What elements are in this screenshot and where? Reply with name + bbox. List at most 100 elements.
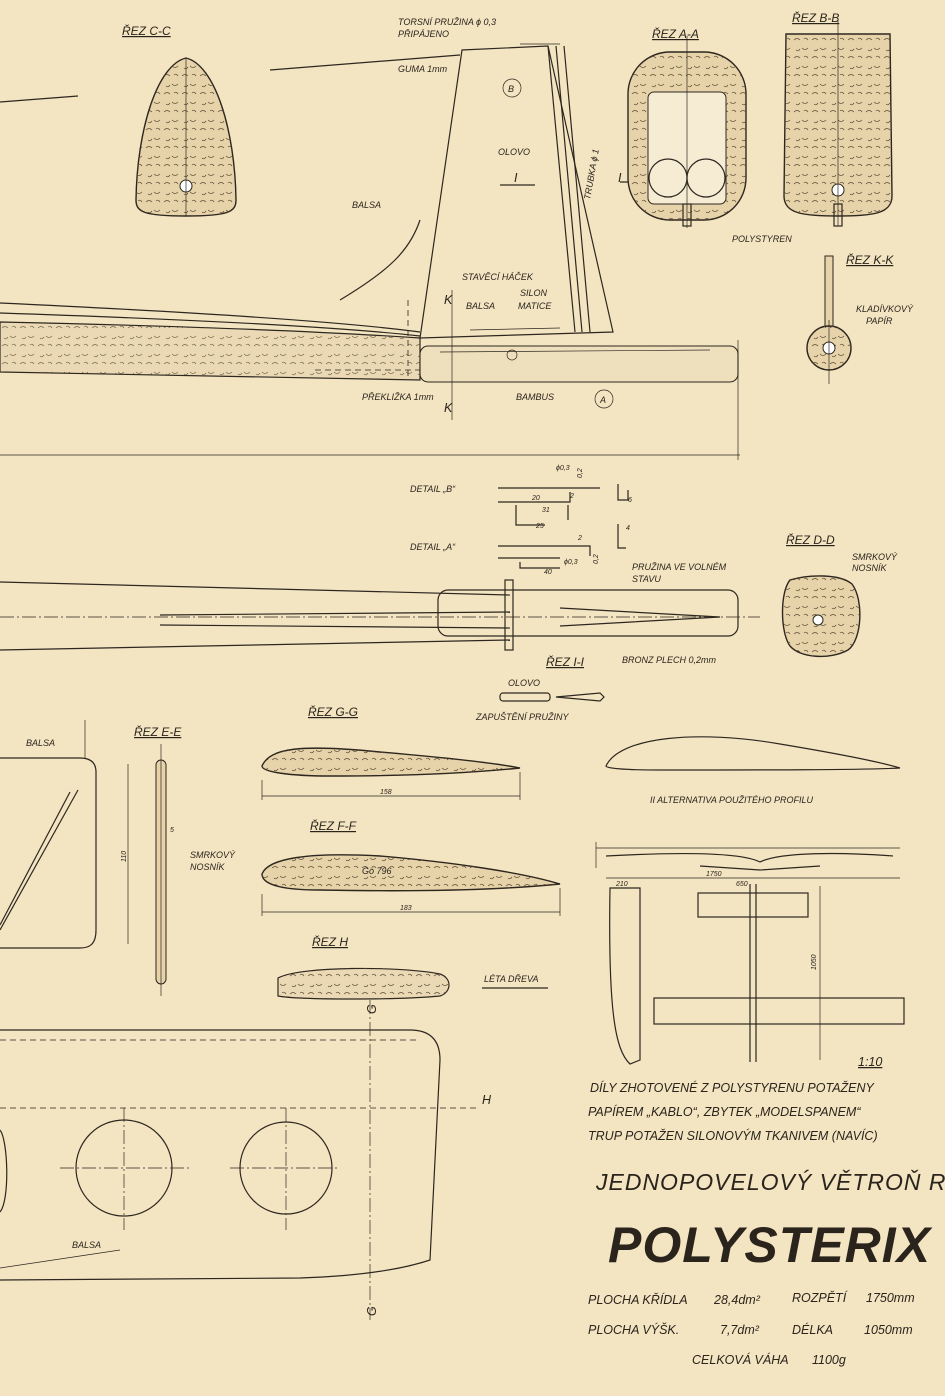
details-ab	[498, 484, 629, 569]
label-stavu: STAVU	[632, 574, 661, 584]
label-rez-ff: ŘEZ F-F	[310, 818, 357, 833]
label-go: Gö 796	[362, 866, 392, 876]
dim-2a: 2	[569, 493, 574, 500]
dim-02b: 0,2	[593, 554, 600, 564]
dim-1750: 1750	[706, 871, 722, 878]
spec-delka-label: DÉLKA	[792, 1322, 833, 1337]
label-k-top: K	[444, 293, 453, 307]
label-detail-b: DETAIL „B“	[410, 484, 456, 494]
label-matice: MATICE	[518, 301, 552, 311]
label-k-bottom: K	[444, 401, 453, 415]
label-bambus: BAMBUS	[516, 392, 554, 402]
label-bronz: BRONZ PLECH 0,2mm	[622, 655, 717, 665]
dim-1050: 1050	[811, 954, 818, 970]
label-rez-bb: ŘEZ B-B	[792, 10, 839, 25]
label-balsa-wing: BALSA	[26, 738, 55, 748]
dim-210: 210	[615, 881, 628, 888]
dim-20: 20	[531, 495, 540, 502]
dim-31: 31	[542, 507, 550, 514]
label-nosnik-f: NOSNÍK	[190, 862, 226, 872]
dim-110: 110	[121, 851, 128, 862]
dim-183: 183	[400, 905, 412, 912]
label-rez-gg: ŘEZ G-G	[308, 704, 358, 719]
three-view	[595, 842, 905, 1065]
label-nosnik-dd: NOSNÍK	[852, 563, 888, 573]
label-zapusteni: ZAPUŠTĚNÍ PRUŽINY	[475, 712, 570, 722]
note-line-3: TRUP POTAŽEN SILONOVÝM TKANIVEM (NAVÍC)	[588, 1128, 878, 1143]
spec-delka-value: 1050mm	[864, 1323, 913, 1337]
note-line-2: PAPÍREM „KABLO“, ZBYTEK „MODELSPANEM“	[588, 1104, 861, 1119]
dim-2b: 2	[577, 535, 582, 542]
section-ff	[261, 854, 561, 916]
label-detail-a: DETAIL „A“	[410, 542, 456, 552]
label-a-circle: A	[599, 395, 606, 405]
dim-650: 650	[736, 881, 748, 888]
label-smrkovy-dd: SMRKOVÝ	[852, 552, 898, 562]
label-rez-aa: ŘEZ A-A	[652, 26, 699, 41]
spec-celkova-value: 1100g	[812, 1353, 846, 1367]
section-kk	[806, 255, 852, 384]
label-g-top: G	[365, 1004, 379, 1014]
dim-25: 25	[535, 523, 544, 530]
section-cc	[135, 57, 237, 217]
dim-4: 4	[626, 525, 630, 532]
label-pruzina: PRUŽINA VE VOLNÉM	[632, 562, 727, 572]
model-name: POLYSTERIX	[608, 1217, 933, 1273]
label-g-bottom: G	[365, 1306, 379, 1316]
label-i-left: I	[514, 171, 518, 185]
label-leta: LÉTA DŘEVA	[484, 974, 539, 984]
dim-03b: ϕ0,3	[564, 559, 578, 566]
label-rez-dd: ŘEZ D-D	[786, 532, 835, 547]
label-alternativa: II ALTERNATIVA POUŽITÉHO PROFILU	[650, 795, 814, 805]
label-staveci: STAVĚCÍ HÁČEK	[462, 272, 534, 282]
label-papir: PAPÍR	[866, 316, 893, 326]
spec-rozpeti-value: 1750mm	[866, 1291, 915, 1305]
label-rez-ee: ŘEZ E-E	[134, 724, 182, 739]
label-polystyren: POLYSTYREN	[732, 234, 792, 244]
label-rez-cc: ŘEZ C-C	[122, 23, 171, 38]
label-pripajeno: PŘIPÁJENO	[398, 29, 449, 39]
section-aa	[627, 36, 747, 228]
spec-plocha-vysk-label: PLOCHA VÝŠK.	[588, 1322, 679, 1337]
label-b-circle: B	[508, 84, 514, 94]
spec-plocha-kridla-label: PLOCHA KŘÍDLA	[588, 1292, 688, 1307]
label-balsa-mid: BALSA	[352, 200, 381, 210]
label-guma: GUMA 1mm	[398, 64, 448, 74]
label-preklizka: PŘEKLIŽKA 1mm	[362, 392, 434, 402]
dim-158: 158	[380, 789, 392, 796]
label-silon: SILON	[520, 288, 548, 298]
subtitle: JEDNOPOVELOVÝ VĚTROŇ RC	[595, 1169, 945, 1195]
section-h	[277, 967, 548, 1000]
label-h: H	[482, 1093, 492, 1107]
alternative-profile	[605, 736, 901, 771]
label-scale: 1:10	[858, 1055, 882, 1069]
label-i-right: I	[618, 171, 622, 185]
label-balsa-bottom: BALSA	[72, 1240, 101, 1250]
spec-plocha-kridla-value: 28,4dm²	[713, 1293, 761, 1307]
section-ee	[155, 744, 167, 996]
dim-02a: 0,2	[577, 468, 584, 478]
fuselage-side-view	[0, 43, 740, 460]
spec-rozpeti-label: ROZPĚTÍ	[792, 1290, 849, 1305]
spec-celkova-label: CELKOVÁ VÁHA	[692, 1352, 789, 1367]
spec-plocha-vysk-value: 7,7dm²	[720, 1323, 760, 1337]
label-trubka: TRUBKA ϕ 1	[582, 148, 601, 200]
note-line-1: DÍLY ZHOTOVENÉ Z POLYSTYRENU POTAŽENY	[590, 1080, 876, 1095]
fuselage-top-view	[0, 579, 760, 651]
wing-tip-left	[0, 720, 129, 949]
section-bb	[783, 20, 893, 227]
label-balsa-small: BALSA	[466, 301, 495, 311]
label-olovo-top: OLOVO	[498, 147, 530, 157]
spring-recess-detail	[499, 692, 605, 702]
label-olovo-small: OLOVO	[508, 678, 540, 688]
label-rez-kk: ŘEZ K-K	[846, 252, 894, 267]
label-torsni: TORSNÍ PRUŽINA ϕ 0,3	[398, 17, 496, 27]
wing-planform	[0, 1000, 480, 1320]
label-rez-ii: ŘEZ I-I	[546, 654, 585, 669]
dim-5: 5	[170, 827, 174, 834]
section-dd	[781, 575, 861, 658]
dim-03: ϕ0,3	[556, 465, 570, 472]
label-kladivkovy: KLADÍVKOVÝ	[856, 304, 914, 314]
dim-40: 40	[544, 569, 552, 576]
